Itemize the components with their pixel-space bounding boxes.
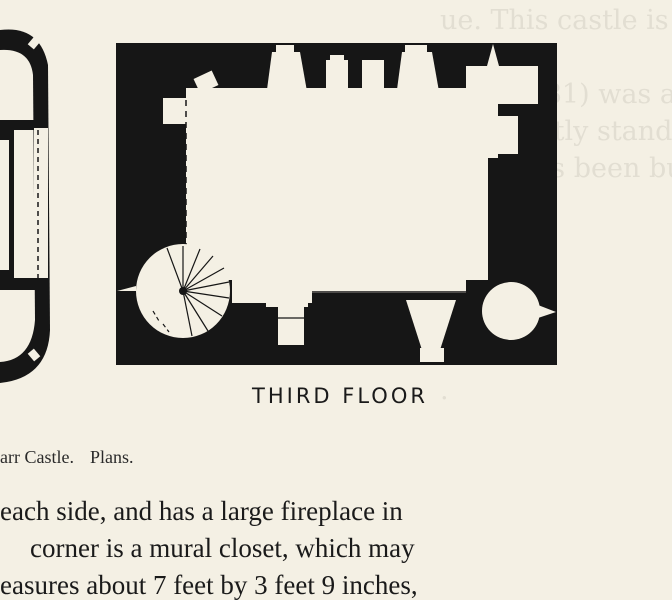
caption-castle-name: arr Castle. [0,447,74,467]
body-text-line-2-content: corner is a mural closet, which may [30,533,415,563]
body-text-line-3: easures about 7 feet by 3 feet 9 inches, [0,570,418,600]
third-floor-plan [116,43,557,365]
body-text-line-1: each side, and has a large fireplace in [0,496,403,526]
body-text-line-2: corner is a mural closet, which may [0,533,672,564]
figure-caption: arr Castle. Plans. [0,447,133,468]
floor-plan-label: THIRD FLOOR [252,384,428,408]
left-plan [0,29,50,383]
caption-plans: Plans. [89,447,134,467]
